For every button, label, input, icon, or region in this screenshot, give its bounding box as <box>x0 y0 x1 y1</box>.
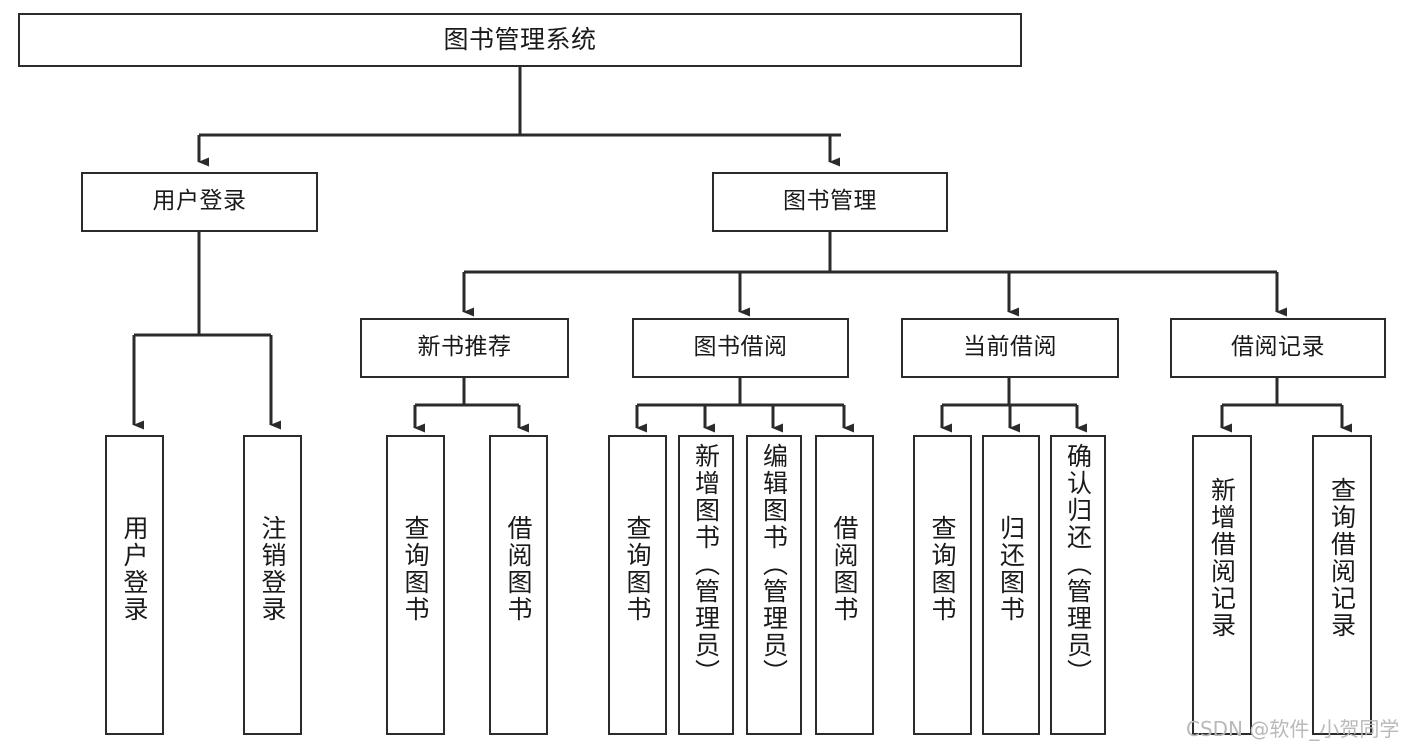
node-label: 借阅图书 <box>830 515 859 623</box>
node-borrow-record[interactable]: 借阅记录 <box>1170 318 1386 378</box>
node-user-login[interactable]: 用户登录 <box>81 172 318 232</box>
node-label: 注销登录 <box>258 515 287 623</box>
leaf-query-book-current[interactable]: 查询图书 <box>913 435 972 735</box>
leaf-logout-login[interactable]: 注销登录 <box>243 435 302 735</box>
leaf-borrow-book-borrow[interactable]: 借阅图书 <box>815 435 874 735</box>
leaf-confirm-return-admin[interactable]: 确认归还（管理员） <box>1050 435 1106 735</box>
node-current-borrow[interactable]: 当前借阅 <box>901 318 1119 378</box>
node-label: 用户登录 <box>120 515 149 623</box>
node-book-borrow[interactable]: 图书借阅 <box>632 318 849 378</box>
node-label: 用户登录 <box>152 188 247 215</box>
leaf-query-book-recommend[interactable]: 查询图书 <box>386 435 445 735</box>
node-label: 借阅记录 <box>1231 334 1325 361</box>
node-label: 查询图书 <box>401 515 430 623</box>
node-label: 新书推荐 <box>417 334 512 361</box>
node-root-system[interactable]: 图书管理系统 <box>18 13 1022 67</box>
leaf-edit-book-admin[interactable]: 编辑图书（管理员） <box>746 435 802 735</box>
leaf-borrow-book-recommend[interactable]: 借阅图书 <box>489 435 548 735</box>
node-label: 当前借阅 <box>963 334 1057 361</box>
node-label: 图书借阅 <box>693 334 788 361</box>
node-label: 新增图书（管理员） <box>691 443 721 686</box>
node-label: 查询借阅记录 <box>1327 477 1357 639</box>
leaf-add-borrow-record[interactable]: 新增借阅记录 <box>1192 435 1252 735</box>
leaf-query-borrow-record[interactable]: 查询借阅记录 <box>1312 435 1372 735</box>
node-label: 图书管理系统 <box>443 25 597 55</box>
node-label: 确认归还（管理员） <box>1063 443 1093 686</box>
node-label: 图书管理 <box>783 188 877 215</box>
leaf-user-login[interactable]: 用户登录 <box>105 435 164 735</box>
node-new-book-recommend[interactable]: 新书推荐 <box>360 318 569 378</box>
csdn-watermark: CSDN @软件_小贺同学 <box>1186 717 1400 741</box>
leaf-query-book-borrow[interactable]: 查询图书 <box>608 435 667 735</box>
node-label: 查询图书 <box>928 515 957 623</box>
node-label: 归还图书 <box>996 515 1026 623</box>
leaf-return-book[interactable]: 归还图书 <box>982 435 1040 735</box>
node-label: 新增借阅记录 <box>1207 477 1237 639</box>
node-book-management[interactable]: 图书管理 <box>712 172 948 232</box>
node-label: 查询图书 <box>623 515 652 623</box>
leaf-add-book-admin[interactable]: 新增图书（管理员） <box>678 435 734 735</box>
node-label: 编辑图书（管理员） <box>759 443 789 686</box>
node-label: 借阅图书 <box>504 515 533 623</box>
